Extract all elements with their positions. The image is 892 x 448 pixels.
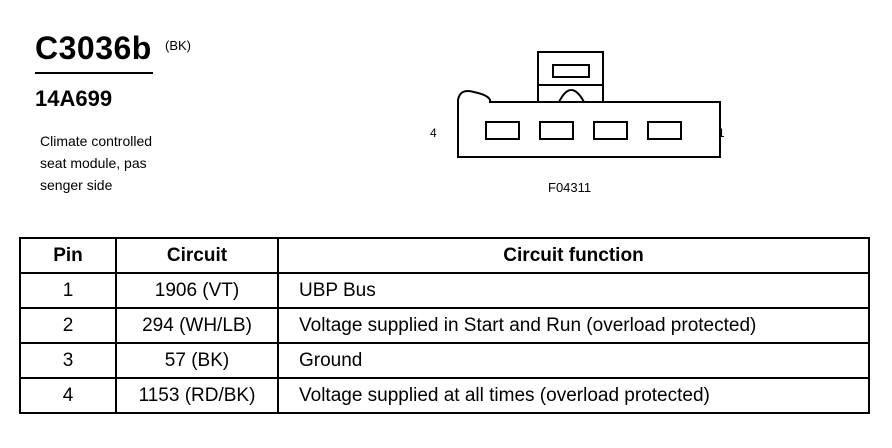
pin-cell: 3 [19, 342, 117, 379]
title-underline [35, 72, 153, 74]
table-row: 1 1906 (VT) UBP Bus [19, 272, 870, 309]
column-header-pin: Pin [19, 237, 117, 274]
table-header-row: Pin Circuit Circuit function [19, 237, 870, 274]
pin-4-label: 4 [430, 126, 437, 140]
function-cell: Ground [277, 342, 870, 379]
pin-cavity [647, 121, 682, 140]
column-header-circuit: Circuit [115, 237, 279, 274]
table-row: 3 57 (BK) Ground [19, 342, 870, 379]
figure-id: F04311 [548, 180, 592, 195]
connector-diagram: 4 1 F04311 [420, 40, 740, 210]
circuit-cell: 1906 (VT) [115, 272, 279, 309]
connector-id: C3036b [35, 30, 152, 66]
circuit-cell: 1153 (RD/BK) [115, 377, 279, 414]
table-row: 2 294 (WH/LB) Voltage supplied in Start … [19, 307, 870, 344]
function-cell: UBP Bus [277, 272, 870, 309]
function-cell: Voltage supplied in Start and Run (overl… [277, 307, 870, 344]
column-header-function: Circuit function [277, 237, 870, 274]
pin-cell: 4 [19, 377, 117, 414]
function-cell: Voltage supplied at all times (overload … [277, 377, 870, 414]
circuit-cell: 57 (BK) [115, 342, 279, 379]
pin-cavity [485, 121, 520, 140]
pin-cell: 1 [19, 272, 117, 309]
connector-face-drawing [457, 51, 721, 158]
circuit-cell: 294 (WH/LB) [115, 307, 279, 344]
pinout-table: Pin Circuit Circuit function 1 1906 (VT)… [19, 237, 870, 414]
latch-curve [558, 89, 585, 103]
description-line: seat module, pas [40, 155, 147, 171]
pin-cavity [539, 121, 574, 140]
description-line: Climate controlled [40, 133, 153, 149]
part-number: 14A699 [35, 86, 113, 111]
locking-tab-slot [552, 64, 590, 78]
connector-description: Climate controlled seat module, pas seng… [40, 130, 152, 196]
pin-cell: 2 [19, 307, 117, 344]
table-row: 4 1153 (RD/BK) Voltage supplied at all t… [19, 377, 870, 414]
description-line: senger side [40, 177, 113, 193]
pin-cavity [593, 121, 628, 140]
pin-1-label: 1 [718, 126, 725, 140]
connector-body [457, 90, 721, 158]
connector-color-code: (BK) [165, 38, 191, 53]
